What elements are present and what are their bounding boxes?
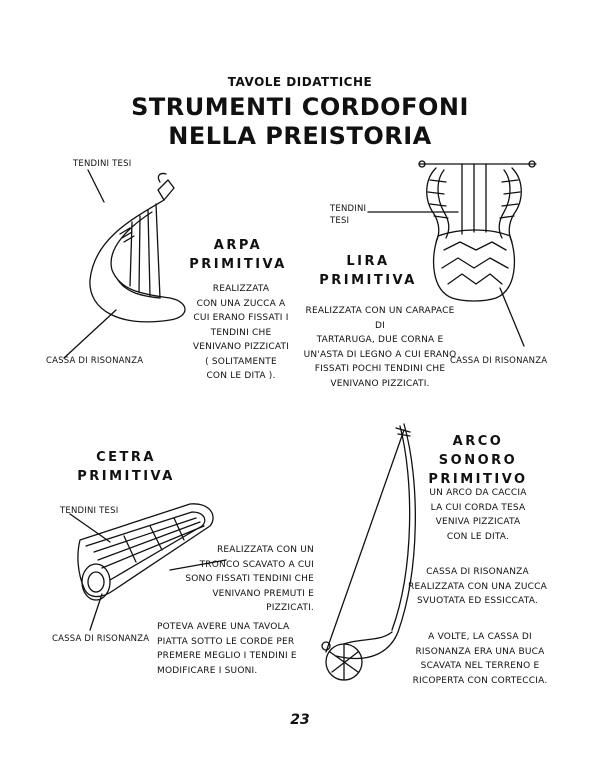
zither-heading: CETRA PRIMITIVA: [76, 448, 176, 486]
harp-description-line: REALIZZATA: [212, 284, 270, 294]
harp-description-line: CON LE DITA ).: [206, 371, 276, 381]
bow-pit-note: A VOLTE, LA CASSA DI RISONANZA ERA UNA B…: [410, 630, 550, 688]
zither-description-line: SONO FISSATI TENDINI CHE: [185, 574, 314, 584]
harp-strings-label: TENDINI TESI: [73, 159, 132, 169]
bow-resonator-note: CASSA DI RISONANZA REALIZZATA CON UNA ZU…: [405, 565, 550, 609]
bow-resonator-line: CASSA DI RISONANZA: [426, 567, 529, 577]
harp-heading-line-1: ARPA: [213, 238, 263, 253]
bow-pit-line: RISONANZA ERA UNA BUCA: [415, 646, 545, 657]
lyre-description-line: REALIZZATA CON UN CARAPACE DI: [305, 306, 455, 331]
zither-strings-label: TENDINI TESI: [60, 506, 119, 516]
lyre-strings-label-line-2: TESI: [330, 216, 350, 226]
harp-description-line: VENIVANO PIZZICATI: [192, 342, 290, 352]
harp-description: REALIZZATA CON UNA ZUCCA A CUI ERANO FIS…: [191, 282, 291, 384]
bow-description-line: CON LE DITA.: [446, 531, 510, 542]
lyre-description: REALIZZATA CON UN CARAPACE DI TARTARUGA,…: [300, 304, 460, 391]
lyre-heading-line-2: PRIMITIVA: [319, 273, 417, 288]
page-number: 23: [290, 712, 310, 728]
zither-board-line: PREMERE MEGLIO I TENDINI E: [157, 651, 297, 661]
zither-description-line: REALIZZATA CON UN: [216, 545, 314, 555]
harp-description-line: CON UNA ZUCCA A: [196, 298, 286, 309]
harp-heading: ARPA PRIMITIVA: [188, 236, 288, 274]
bow-heading-line-1: ARCO SONORO: [438, 434, 518, 468]
lyre-heading: LIRA PRIMITIVA: [318, 252, 418, 290]
zither-body-label: CASSA DI RISONANZA: [52, 634, 150, 644]
page-title-line-1: STRUMENTI CORDOFONI: [131, 93, 469, 121]
zither-board-line: MODIFICARE I SUONI.: [157, 665, 258, 676]
zither-board-line: PIATTA SOTTO LE CORDE PER: [157, 636, 295, 647]
bow-description-line: VENIVA PIZZICATA: [435, 517, 521, 527]
zither-board-note: POTEVA AVERE UNA TAVOLA PIATTA SOTTO LE …: [157, 620, 307, 678]
bow-resonator-line: REALIZZATA CON UNA ZUCCA: [408, 581, 547, 592]
page-title-line-2: NELLA PREISTORIA: [168, 122, 432, 150]
bow-pit-line: A VOLTE, LA CASSA DI: [428, 632, 532, 642]
zither-board-line: POTEVA AVERE UNA TAVOLA: [157, 622, 290, 632]
lyre-strings-label-line-1: TENDINI: [330, 204, 367, 214]
bow-resonator-line: SVUOTATA ED ESSICCATA.: [417, 596, 538, 606]
lyre-illustration: [367, 160, 537, 347]
section-kicker: TAVOLE DIDATTICHE: [227, 75, 373, 89]
bow-description-line: UN ARCO DA CACCIA: [429, 488, 527, 498]
harp-body-label: CASSA DI RISONANZA: [46, 356, 144, 366]
zither-description-line: VENIVANO PREMUTI E PIZZICATI.: [212, 588, 314, 614]
harp-heading-line-2: PRIMITIVA: [189, 257, 287, 272]
lyre-strings-label: TENDINI TESI: [330, 203, 366, 227]
harp-description-line: CUI ERANO FISSATI I: [193, 313, 289, 323]
zither-illustration: [69, 503, 227, 631]
bow-description: UN ARCO DA CACCIA LA CUI CORDA TESA VENI…: [418, 486, 538, 544]
zither-heading-line-2: PRIMITIVA: [77, 469, 175, 484]
harp-description-line: ( SOLITAMENTE: [205, 356, 277, 367]
page-title: STRUMENTI CORDOFONI NELLA PREISTORIA: [0, 93, 600, 151]
lyre-body-label: CASSA DI RISONANZA: [450, 356, 548, 366]
harp-description-line: TENDINI CHE: [210, 327, 272, 338]
lyre-description-line: VENIVANO PIZZICATI.: [330, 378, 430, 389]
zither-description-line: TRONCO SCAVATO A CUI: [199, 559, 314, 570]
lyre-description-line: UN'ASTA DI LEGNO A CUI ERANO: [303, 349, 457, 360]
bow-heading-line-2: PRIMITIVO: [428, 472, 528, 487]
bow-pit-line: RICOPERTA CON CORTECCIA.: [412, 675, 548, 686]
bow-pit-line: SCAVATA NEL TERRENO E: [420, 661, 540, 671]
lyre-description-line: FISSATI POCHI TENDINI CHE: [314, 364, 446, 374]
lyre-heading-line-1: LIRA: [346, 254, 390, 269]
harp-illustration: [63, 169, 186, 359]
bow-description-line: LA CUI CORDA TESA: [430, 502, 526, 513]
zither-description: REALIZZATA CON UN TRONCO SCAVATO A CUI S…: [164, 543, 314, 616]
bow-heading: ARCO SONORO PRIMITIVO: [423, 432, 533, 489]
zither-heading-line-1: CETRA: [96, 450, 156, 465]
musical-bow-illustration: [321, 423, 416, 681]
lyre-description-line: TARTARUGA, DUE CORNA E: [316, 335, 444, 345]
